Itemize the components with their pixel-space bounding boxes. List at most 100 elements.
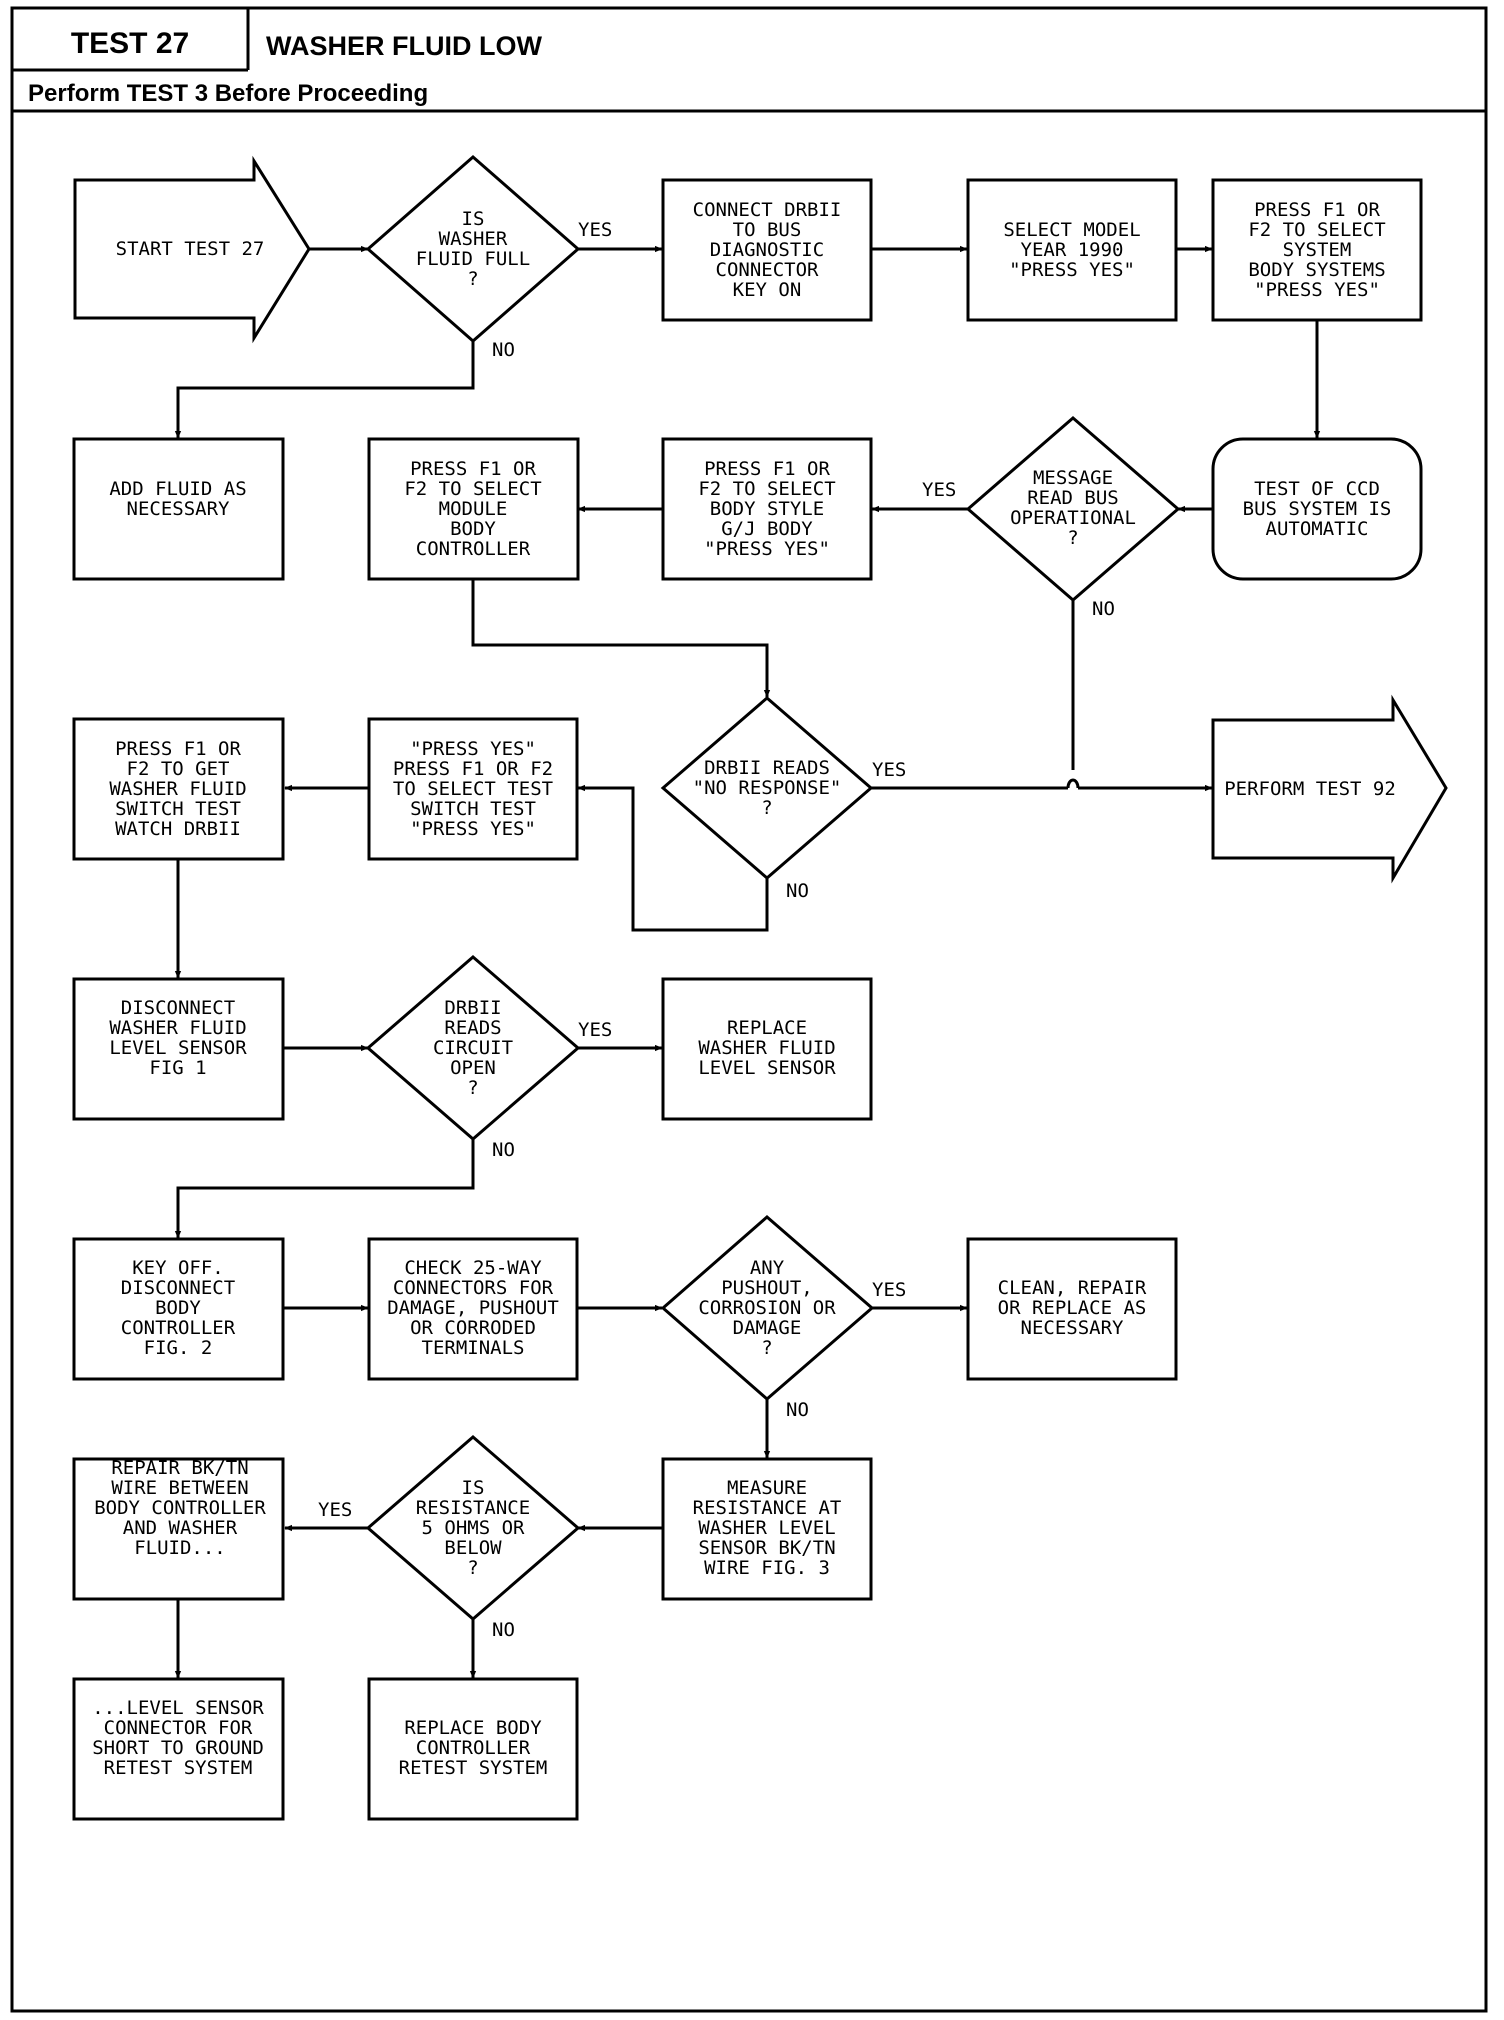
repair-wire-line: REPAIR BK/TN <box>111 1457 248 1479</box>
label-pushout-no: NO <box>786 1399 809 1421</box>
repair-wire-line: FLUID... <box>134 1537 226 1559</box>
label-noresponse-no: NO <box>786 880 809 902</box>
box-disconnect-sensor <box>72 977 285 1121</box>
edge-noresponse-no <box>577 784 769 932</box>
box-level-sensor-short <box>72 1677 285 1821</box>
press-f1-body-style-line: PRESS F1 OR <box>704 458 830 480</box>
press-f1-system-line: SYSTEM <box>1283 239 1352 261</box>
box-select-model-year <box>966 178 1178 322</box>
test-subtitle: Perform TEST 3 Before Proceeding <box>28 80 428 107</box>
replace-body-controller-line: REPLACE BODY <box>404 1717 542 1739</box>
replace-body-controller-line: RETEST SYSTEM <box>399 1757 548 1779</box>
level-sensor-short-line: SHORT TO GROUND <box>92 1737 264 1759</box>
measure-resistance-line: RESISTANCE AT <box>693 1497 842 1519</box>
press-f1-get-switch-line: F2 TO GET <box>127 758 230 780</box>
add-fluid-line: ADD FLUID AS <box>109 478 246 500</box>
decision-no-response-text: DRBII READS"NO RESPONSE"? <box>693 757 842 819</box>
press-f1-module-line: MODULE <box>439 498 508 520</box>
test-number: TEST 27 <box>71 27 189 60</box>
repair-wire-line: AND WASHER <box>123 1517 238 1539</box>
label-pushout-yes: YES <box>872 1279 906 1301</box>
replace-body-controller-line: CONTROLLER <box>416 1737 531 1759</box>
decision-fluid-full-line: FLUID FULL <box>416 248 530 270</box>
decision-resistance <box>365 1435 581 1621</box>
decision-circuit-open-line: CIRCUIT <box>433 1037 513 1059</box>
decision-message-bus <box>965 416 1181 602</box>
box-measure-resistance <box>661 1457 873 1601</box>
box-key-off-disconnect <box>72 1237 285 1381</box>
press-f1-module-line: F2 TO SELECT <box>404 478 541 500</box>
connectors <box>174 245 1321 1679</box>
ccd-automatic-line: AUTOMATIC <box>1266 518 1369 540</box>
replace-sensor-line: WASHER FLUID <box>698 1037 835 1059</box>
disconnect-sensor-line: WASHER FLUID <box>109 1017 246 1039</box>
press-f1-get-switch-line: WATCH DRBII <box>115 818 241 840</box>
decision-resistance-line: 5 OHMS OR <box>422 1517 526 1539</box>
box-replace-sensor <box>661 977 873 1121</box>
edge-crossover-hop <box>1066 778 1080 789</box>
decision-resistance-line: ? <box>467 1557 478 1579</box>
replace-sensor-line: LEVEL SENSOR <box>698 1057 836 1079</box>
decision-resistance-line: RESISTANCE <box>416 1497 530 1519</box>
press-f1-system-line: "PRESS YES" <box>1254 279 1380 301</box>
decision-message-bus-line: OPERATIONAL <box>1010 507 1136 529</box>
box-repair-wire <box>72 1457 285 1601</box>
ccd-automatic-line: BUS SYSTEM IS <box>1243 498 1392 520</box>
box-clean-repair <box>966 1237 1178 1381</box>
level-sensor-short-line: RETEST SYSTEM <box>104 1757 253 1779</box>
start-arrow-text: START TEST 27 <box>116 238 265 260</box>
decision-resistance-line: IS <box>462 1477 485 1499</box>
box-press-f1-get-switch <box>72 717 285 861</box>
decision-circuit-open-line: DRBII <box>444 997 501 1019</box>
decision-message-bus-line: READ BUS <box>1027 487 1119 509</box>
edge-module-to-noresponse <box>471 579 771 698</box>
measure-resistance-line: WASHER LEVEL <box>698 1517 835 1539</box>
shapes <box>72 155 1448 1821</box>
label-message-no: NO <box>1092 598 1115 620</box>
perform-test-92-arrow <box>1211 694 1448 884</box>
decision-circuit-open <box>365 955 581 1141</box>
press-f1-system-line: F2 TO SELECT <box>1248 219 1385 241</box>
check-connectors-line: CHECK 25-WAY <box>404 1257 542 1279</box>
disconnect-sensor-line: LEVEL SENSOR <box>109 1037 247 1059</box>
start-arrow <box>73 155 311 344</box>
press-yes-select-test-line: "PRESS YES" <box>410 818 536 840</box>
decision-pushout-line: CORROSION OR <box>698 1297 836 1319</box>
decision-pushout-line: ? <box>761 1337 772 1359</box>
press-yes-select-test-line: SWITCH TEST <box>410 798 536 820</box>
start-arrow-line: START TEST 27 <box>116 238 265 260</box>
clean-repair-line: OR REPLACE AS <box>998 1297 1147 1319</box>
level-sensor-short-line: ...LEVEL SENSOR <box>92 1697 264 1719</box>
measure-resistance-line: SENSOR BK/TN <box>698 1537 835 1559</box>
box-press-f1-module <box>367 437 580 581</box>
select-model-year-line: SELECT MODEL <box>1003 219 1140 241</box>
label-circuit-no: NO <box>492 1139 515 1161</box>
measure-resistance-line: WIRE FIG. 3 <box>704 1557 830 1579</box>
decision-no-response-line: DRBII READS <box>704 757 830 779</box>
label-resistance-yes: YES <box>318 1499 352 1521</box>
key-off-disconnect-line: FIG. 2 <box>144 1337 213 1359</box>
key-off-disconnect-line: DISCONNECT <box>121 1277 235 1299</box>
measure-resistance-line: MEASURE <box>727 1477 807 1499</box>
decision-no-response-line: ? <box>761 797 772 819</box>
label-fluid-no: NO <box>492 339 515 361</box>
connect-drbii-line: DIAGNOSTIC <box>710 239 824 261</box>
level-sensor-short-line: CONNECTOR FOR <box>104 1717 253 1739</box>
press-f1-body-style-line: BODY STYLE <box>710 498 824 520</box>
decision-fluid-full-line: WASHER <box>439 228 508 250</box>
perform-test-92-text: PERFORM TEST 92 <box>1224 778 1396 800</box>
box-press-f1-body-style <box>661 437 873 581</box>
